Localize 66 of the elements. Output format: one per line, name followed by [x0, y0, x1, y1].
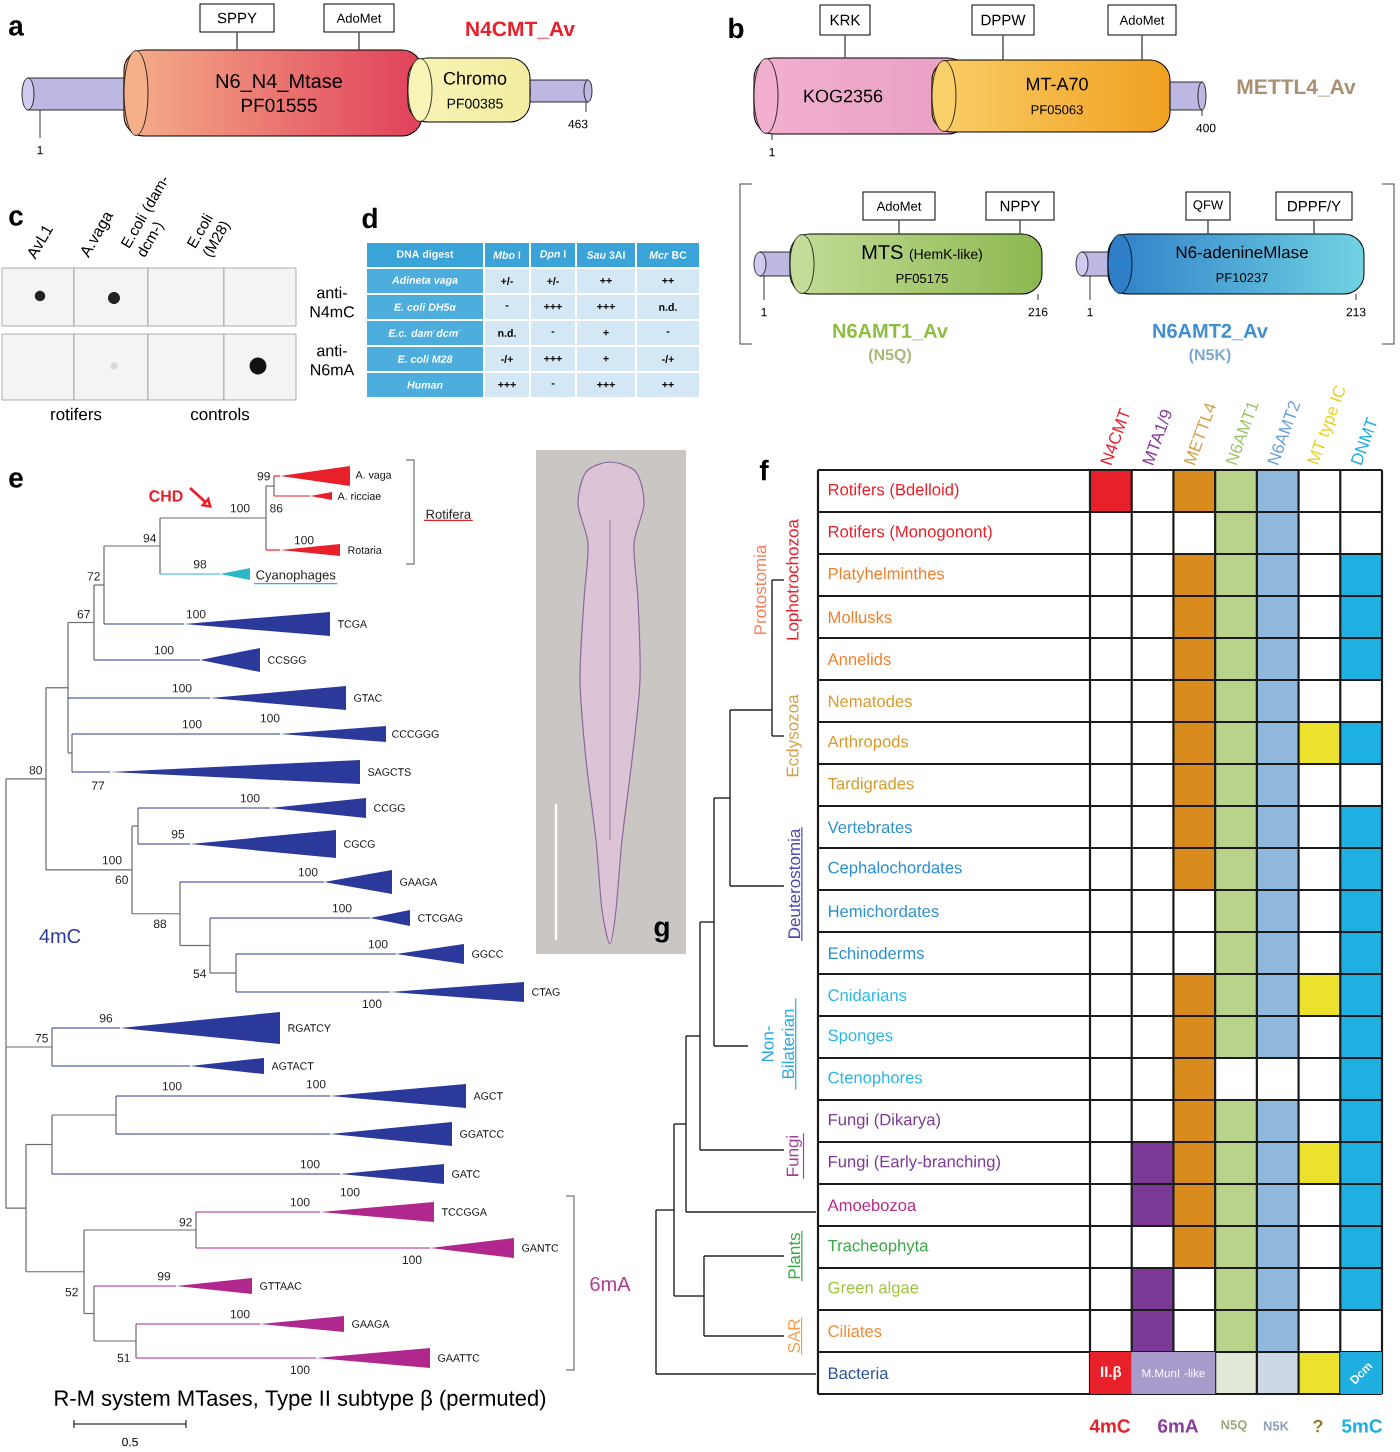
clade-label: Deuterostomia	[787, 826, 803, 942]
protein-name: (N5K)	[1189, 348, 1231, 364]
taxon-label: Ciliates	[828, 1324, 882, 1338]
taxon-label: Vertebrates	[827, 820, 912, 834]
motif-line	[1019, 220, 1021, 234]
taxon-label: Fungi (Dikarya)	[828, 1113, 940, 1129]
taxon-label: Rotifers (Monogonont)	[828, 525, 992, 541]
taxon-label: Bacteria	[828, 1366, 889, 1380]
taxon-label: Cnidarians	[828, 988, 907, 1002]
taxon-label: Rotifers (Bdelloid)	[828, 483, 959, 499]
panel-letter: c	[9, 210, 23, 226]
taxon-label: Cephalochordates	[828, 861, 962, 877]
motif-line	[844, 35, 846, 58]
methylation-label: 6mA	[1158, 1419, 1199, 1433]
panel-letter: a	[9, 20, 24, 36]
taxon-label: Annelids	[827, 652, 891, 666]
taxon-label: Echinoderms	[828, 946, 924, 960]
protein-name: N6AMT1_Av	[833, 323, 948, 341]
protein-name: METTL4_Av	[1237, 79, 1356, 97]
methylation-label: 6mA	[590, 1276, 631, 1292]
protein-name: N4CMT_Av	[466, 21, 575, 39]
motif-line	[1002, 35, 1004, 60]
taxon-label: Green algae	[828, 1281, 919, 1297]
taxon-label: Tracheophyta	[827, 1239, 929, 1255]
methylation-label: ?	[1313, 1419, 1323, 1433]
group-label: rotifers	[51, 407, 102, 421]
taxon-label: Fungi (Early-branching)	[828, 1155, 1000, 1171]
panel-letter: e	[9, 472, 23, 488]
clade-label: SAR	[788, 1316, 803, 1356]
motif-line	[358, 32, 360, 50]
column-header: MT type IC	[1307, 385, 1345, 465]
taxon-label: Platyhelminthes	[828, 567, 945, 583]
taxon-label: Mollusks	[828, 610, 892, 624]
tree-caption: R-M system MTases, Type II subtype β (permuted)	[55, 1389, 546, 1411]
panel-letter: b	[729, 17, 744, 39]
methylation-label: 5mC	[1342, 1419, 1383, 1433]
motif-line	[1207, 220, 1209, 234]
clade-label: Non- Bilaterian	[761, 997, 797, 1091]
methylation-label: 4mC	[1089, 1419, 1131, 1433]
methylation-label: 4mC	[39, 928, 81, 944]
taxon-label: Amoebozoa	[827, 1198, 917, 1212]
clade-label: Fungi	[786, 1132, 805, 1180]
clade-label: Plants	[787, 1230, 803, 1282]
taxon-label: Ctenophores	[828, 1071, 922, 1087]
taxon-label: Arthropods	[827, 735, 909, 751]
clade-label: Protostomia	[753, 544, 767, 634]
group-label: controls	[190, 407, 250, 421]
motif-line	[1141, 35, 1143, 60]
protein-name: (N5Q)	[869, 348, 911, 364]
taxon-label: Hemichordates	[828, 904, 939, 918]
taxon-label: Sponges	[828, 1029, 893, 1045]
clade-label: Ecdysozoa	[786, 694, 802, 777]
antibody-label: anti- N6mA	[311, 344, 355, 376]
column-header: DNMT	[1350, 416, 1377, 466]
domain-label: CHD	[149, 490, 183, 502]
motif-line	[1313, 220, 1315, 234]
motif-line	[236, 32, 238, 50]
panel-letter: d	[362, 207, 377, 229]
panel-letter: g	[654, 921, 669, 943]
panel-letter: f	[759, 459, 769, 481]
protein-name: N6AMT2_Av	[1153, 323, 1268, 341]
taxon-label: Nematodes	[828, 694, 912, 708]
motif-line	[898, 220, 900, 234]
clade-label: Lophotrochozoa	[786, 519, 802, 640]
taxon-label: Tardigrades	[827, 777, 914, 793]
antibody-label: anti- N4mC	[310, 286, 355, 318]
